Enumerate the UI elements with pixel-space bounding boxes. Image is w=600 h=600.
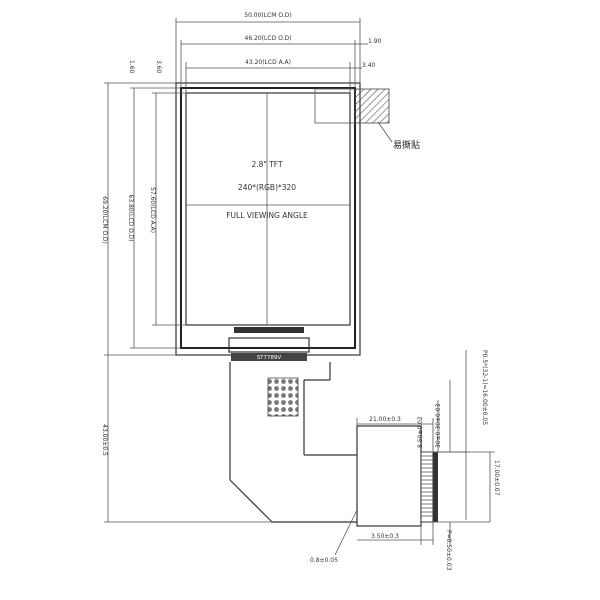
dim-thickness: 0.8±0.05 [310,557,338,564]
dim-left-3-60: 3.60 [155,60,162,74]
dim-pitch-total: P0.5*(32-1)=16.00±0.05 [481,350,488,425]
dim-lcd-od-width: 46.20(LCD O.D) [245,35,292,42]
top-dimensions [175,18,368,93]
center-lines [186,93,350,325]
component-block [267,377,299,417]
ic-area [228,327,310,361]
dim-gap-1-90: 1.90 [368,38,382,45]
dim-lcm-od-width: 50.00(LCM O.D) [244,12,291,19]
dim-pin-b: 30±0.30±0.03 [435,403,442,448]
dim-tail: 3.50±0.3 [371,533,399,540]
dim-pitch: P=0.50±0.03 [445,530,452,571]
dim-lcd-aa-height: 57.60(LCD A.A) [149,187,156,233]
left-dimensions [104,82,272,523]
fpc-outline [229,362,422,527]
resolution-label: 240*(RGB)*320 [238,183,296,192]
viewing-angle-label: FULL VIEWING ANGLE [226,211,308,220]
dim-fpc-width: 21.00±0.3 [369,416,401,423]
connector-pins [420,451,438,523]
easy-peel-tape [314,88,393,143]
dim-lcd-od-height: 63.80(LCD O.D) [127,195,134,242]
dim-lcd-aa-width: 43.20(LCD A.A) [245,59,291,66]
panel-size-label: 2.8" TFT [251,160,283,169]
dim-lcm-od-height: 69.20(LCM O.D) [101,196,108,243]
dim-left-1-60: 1.60 [128,60,135,74]
ic-label: ST7789V [257,355,282,361]
tape-label: 易撕贴 [393,139,420,151]
dim-gap-3-40: 3.40 [362,62,376,69]
dim-fpc-height: 17.00±0.07 [493,460,500,496]
fpc-dimensions [334,350,495,556]
dim-total-height: 43.00±0.5 [101,424,108,456]
dim-pin-a: 8.50±0.02 [417,416,424,448]
